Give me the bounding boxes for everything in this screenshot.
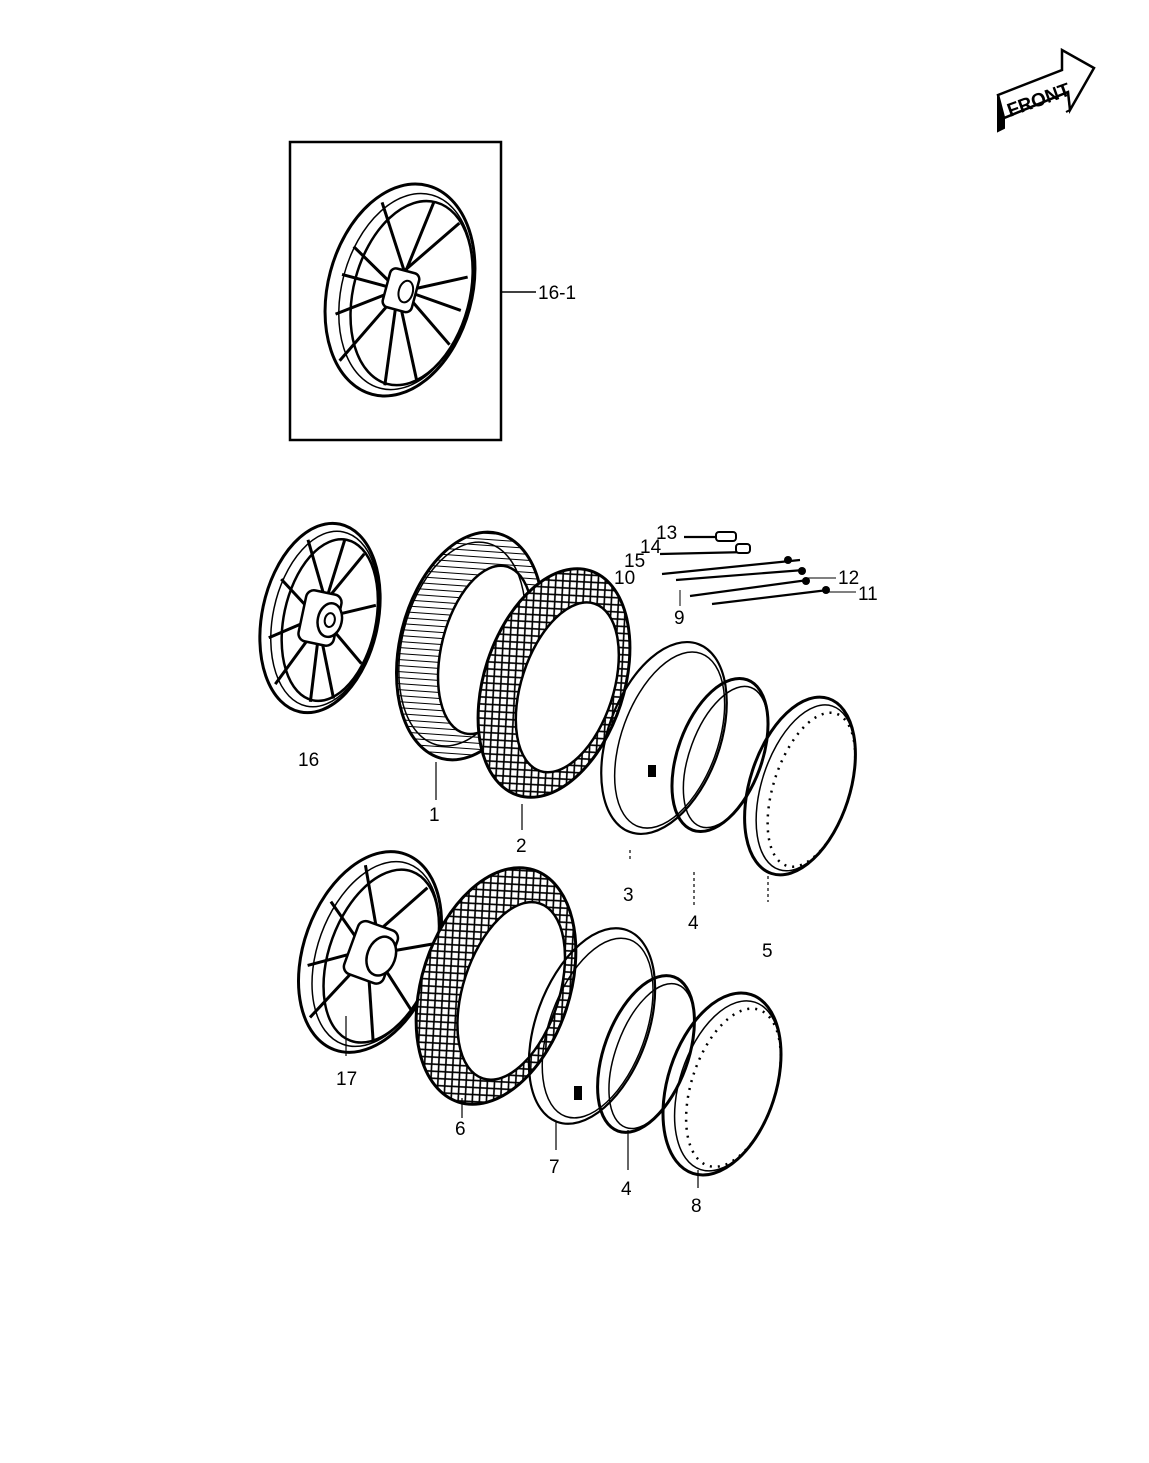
callout-4-rear: 4 bbox=[621, 1179, 632, 1200]
wheel-assembly-box bbox=[288, 140, 536, 442]
callout-13: 13 bbox=[656, 523, 677, 544]
callout-9: 9 bbox=[674, 608, 685, 629]
callout-7: 7 bbox=[549, 1157, 560, 1178]
front-wheel-icon bbox=[258, 521, 382, 715]
callout-4-front: 4 bbox=[688, 913, 699, 934]
callout-11: 11 bbox=[858, 584, 878, 605]
rear-rim-band-icon bbox=[596, 974, 696, 1134]
callout-12: 12 bbox=[838, 568, 859, 589]
spoke-nipple-icon bbox=[715, 531, 830, 594]
tube-valve-icon bbox=[648, 765, 656, 777]
callout-17: 17 bbox=[336, 1069, 357, 1090]
callout-16: 16 bbox=[298, 750, 319, 771]
callout-5: 5 bbox=[762, 941, 773, 962]
callout-16-1: 16-1 bbox=[538, 283, 576, 304]
callout-1: 1 bbox=[429, 805, 440, 826]
callout-14: 14 bbox=[640, 537, 662, 558]
callout-10: 10 bbox=[614, 568, 635, 589]
rear-wheel-icon bbox=[297, 850, 443, 1054]
callout-15: 15 bbox=[624, 551, 645, 572]
wheel-rim-icon bbox=[743, 695, 857, 877]
rim-band-icon bbox=[670, 676, 770, 834]
callout-3: 3 bbox=[623, 885, 634, 906]
tread-tire-icon bbox=[476, 567, 632, 799]
front-arrow-icon: FRONT bbox=[996, 47, 1096, 133]
rear-wheel-rim-icon bbox=[661, 991, 783, 1177]
callout-2: 2 bbox=[516, 836, 527, 857]
rear-tube-valve-icon bbox=[574, 1086, 582, 1100]
spoked-wheel-icon bbox=[323, 182, 477, 398]
rear-inner-tube-icon bbox=[527, 927, 657, 1125]
spoke-set-icon bbox=[659, 535, 829, 606]
callout-6: 6 bbox=[455, 1119, 466, 1140]
rear-tire-icon bbox=[414, 866, 578, 1106]
inner-tube-icon bbox=[600, 640, 728, 836]
callout-8: 8 bbox=[691, 1196, 702, 1217]
